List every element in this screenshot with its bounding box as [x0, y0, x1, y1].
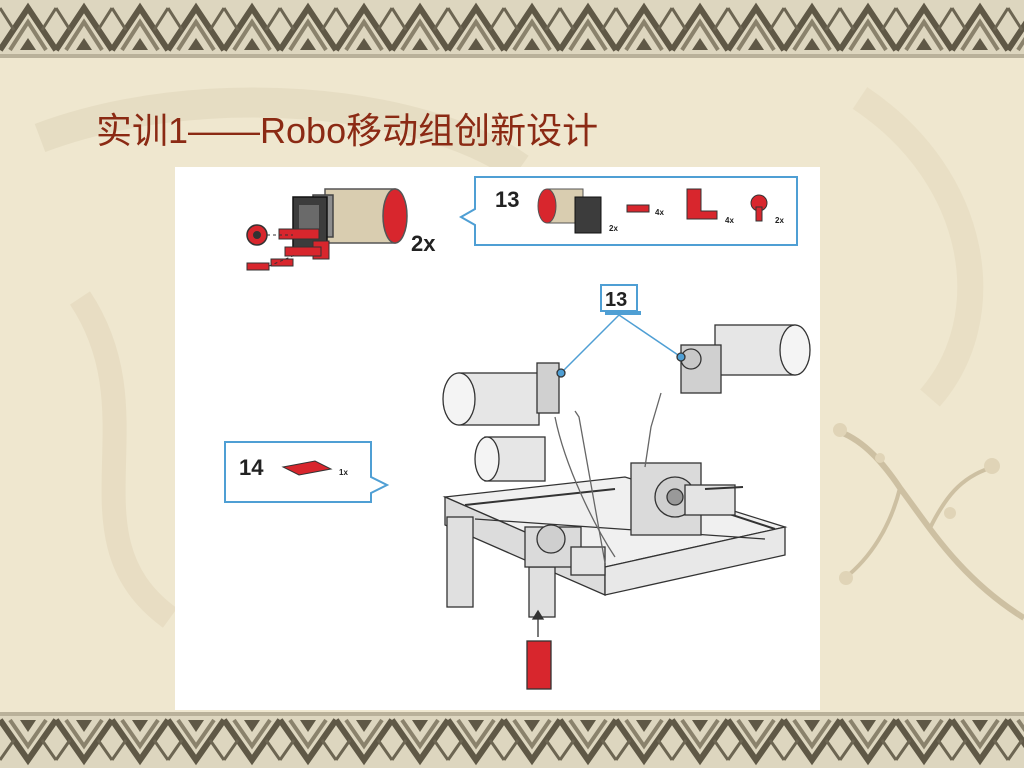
- step13-marker: 13: [560, 284, 682, 374]
- step14-qty-plate: 1x: [339, 468, 348, 477]
- step13-qty-bracket: 4x: [725, 216, 734, 225]
- step13-qty-motor: 2x: [609, 224, 618, 233]
- plum-branch-icon: [833, 423, 1024, 621]
- title-prefix: 实训: [96, 111, 169, 152]
- main-multiplier-label: 2x: [411, 231, 436, 256]
- step13-marker-number: 13: [605, 289, 627, 311]
- bottom-decorative-border: [0, 712, 1024, 768]
- assembly-instruction-figure: 2x 13 2x 4x 4x 2x 13: [175, 167, 820, 710]
- slide-title: 实训1——Robo移动组创新设计: [96, 102, 598, 154]
- title-suffix: 移动组创新设计: [346, 111, 599, 152]
- title-latin: 1——Robo: [168, 110, 347, 151]
- step14-number: 14: [239, 455, 264, 480]
- step13-parts-callout: 13 2x 4x 4x 2x: [458, 176, 798, 246]
- step14-parts-callout: 14 1x: [224, 441, 390, 503]
- motor-subassembly: [246, 188, 408, 271]
- step13-number: 13: [495, 187, 519, 212]
- step13-qty-gear: 2x: [775, 216, 784, 225]
- robot-chassis-assembly: [442, 324, 811, 690]
- top-decorative-border: [0, 0, 1024, 58]
- step13-qty-plate: 4x: [655, 208, 664, 217]
